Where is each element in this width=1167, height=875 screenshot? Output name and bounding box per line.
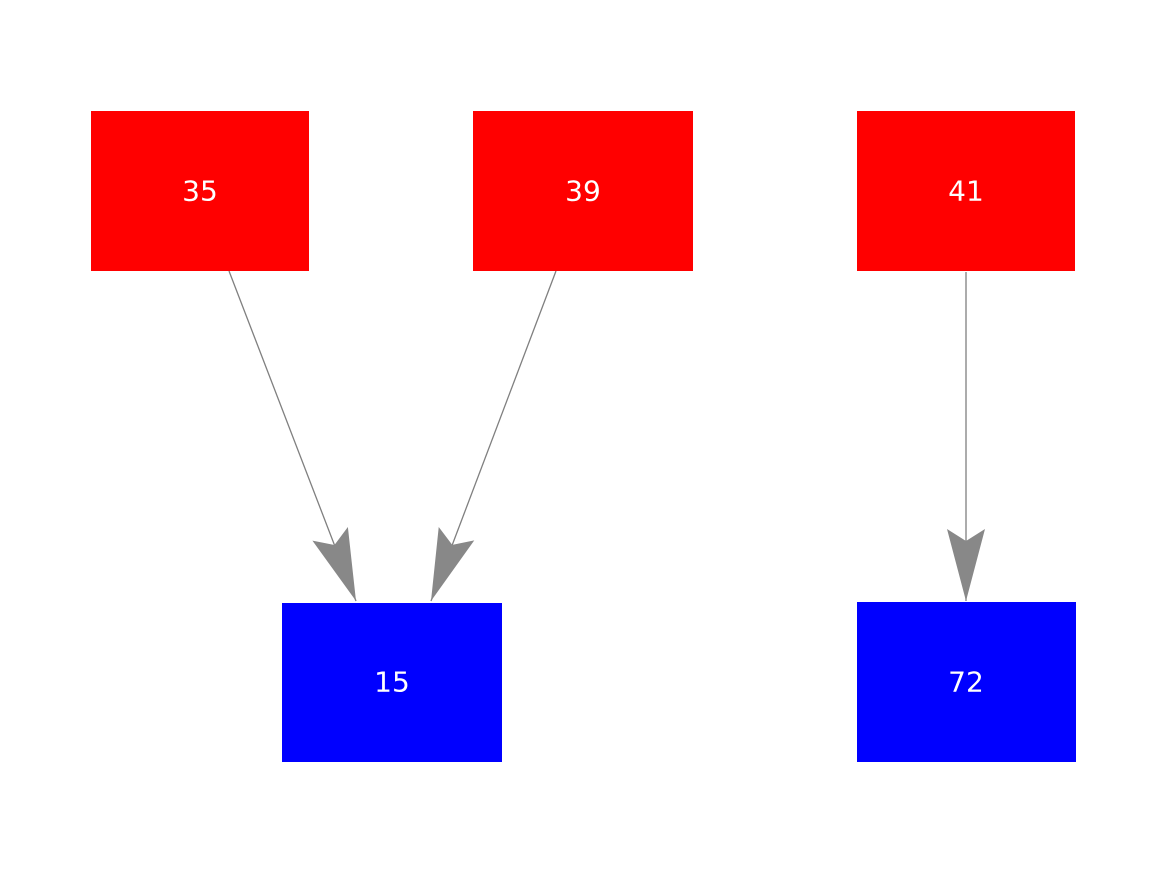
node-label-15: 15 <box>374 666 410 699</box>
graph-node-39 <box>473 111 693 271</box>
node-label-39: 39 <box>565 175 601 208</box>
edge-35-to-15 <box>228 270 357 602</box>
edge-39-to-15 <box>430 270 557 602</box>
node-label-41: 41 <box>948 175 984 208</box>
graph-node-35 <box>91 111 309 271</box>
graph-node-72 <box>857 602 1076 762</box>
node-label-72: 72 <box>948 666 984 699</box>
node-label-35: 35 <box>182 175 218 208</box>
graph-node-15 <box>282 603 502 762</box>
graph-node-41 <box>857 111 1075 271</box>
